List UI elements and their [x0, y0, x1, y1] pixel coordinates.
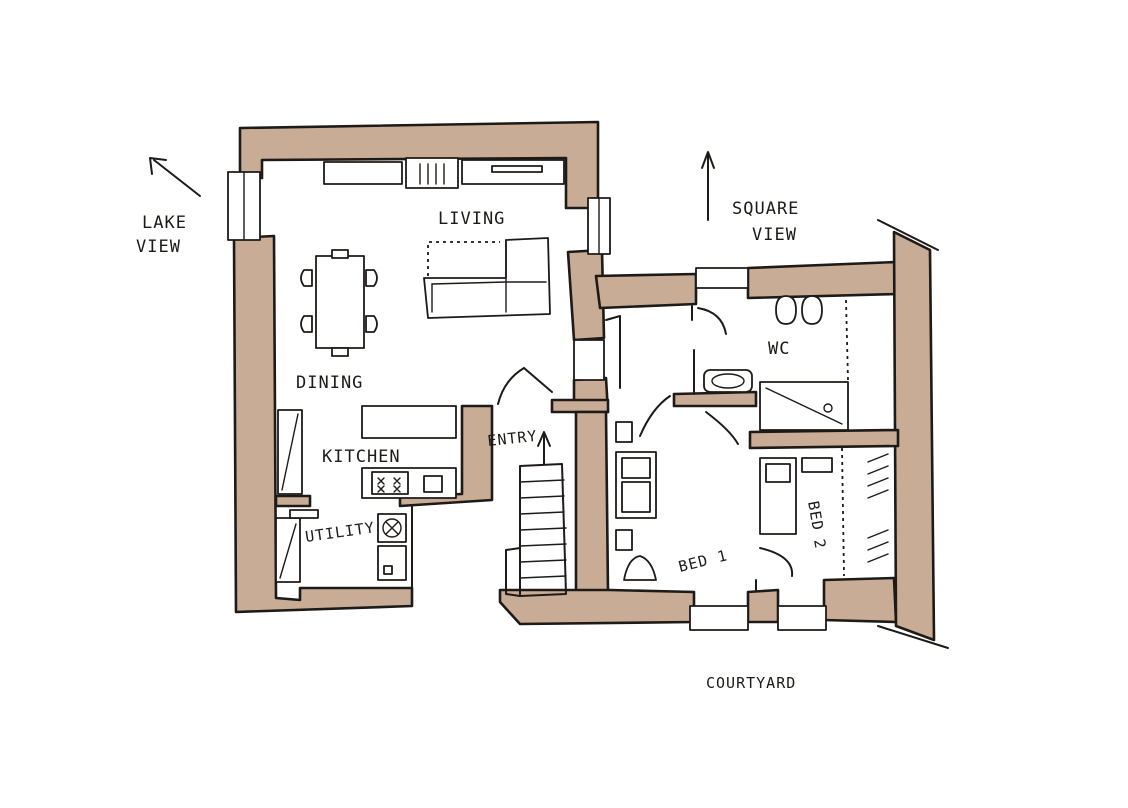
- sofa: [423, 237, 551, 319]
- chair: [365, 315, 378, 333]
- bed2-furniture: [759, 447, 889, 577]
- wc-fittings: [691, 295, 849, 431]
- east-annotation-line: [877, 219, 939, 251]
- wall-shower-south: [748, 428, 900, 450]
- wall-entry-partition: [398, 404, 494, 508]
- entry-stairs: [497, 367, 567, 597]
- bed1-niche: [605, 315, 621, 389]
- wall-stair-divider: [550, 398, 610, 414]
- chair: [331, 249, 349, 259]
- kitchen-fittings: [277, 405, 457, 499]
- washbasin-icon: [703, 369, 753, 393]
- wall-east: [892, 230, 936, 642]
- label-kitchen: KITCHEN: [322, 447, 401, 467]
- bed1-door-swing-3: [759, 547, 794, 577]
- entry-door-swing: [497, 367, 525, 405]
- stair-newel: [505, 547, 521, 597]
- utility-shelf: [289, 509, 319, 519]
- label-utility: UTILITY: [304, 518, 376, 546]
- dining-furniture: [300, 249, 378, 357]
- label-bed1: BED 1: [677, 546, 730, 576]
- utility-unit: [377, 545, 407, 581]
- sideboard: [323, 161, 403, 185]
- wall-connector: [594, 272, 698, 310]
- label-dining: DINING: [296, 373, 363, 393]
- label-living: LIVING: [438, 209, 505, 229]
- kitchen-island: [361, 405, 457, 439]
- wall-bed1-west: [574, 410, 610, 596]
- bed1-furniture: [605, 315, 794, 591]
- pillow: [621, 481, 651, 513]
- armchair-icon: [623, 555, 657, 581]
- bidet-icon: [801, 295, 823, 325]
- label-lake-view: VIEW: [136, 237, 181, 257]
- compass-arrows: [149, 151, 949, 649]
- label-entry: ENTRY: [487, 427, 539, 450]
- bed1-door-swing: [639, 395, 671, 437]
- wall-kitchen-west-stub: [274, 494, 312, 508]
- walls: [232, 120, 936, 642]
- living-furniture: [323, 157, 565, 319]
- windows: [227, 171, 827, 631]
- label-square: SQUARE: [732, 199, 799, 219]
- window-bed1-south: [689, 605, 749, 631]
- stair-arrow-head: [537, 431, 551, 447]
- pillow: [765, 463, 791, 483]
- tv-screen: [491, 165, 543, 173]
- rug-outline: [427, 241, 500, 276]
- window-central: [573, 339, 605, 381]
- label-wc: WC: [768, 339, 790, 359]
- label-square-view: VIEW: [752, 225, 797, 245]
- tall-cupboard: [277, 409, 303, 495]
- bedside-table: [801, 457, 833, 473]
- fireplace-icon: [405, 157, 459, 189]
- entry-door: [523, 367, 553, 393]
- stove-icon: [371, 471, 409, 495]
- window-wc: [695, 267, 749, 289]
- wardrobe-hangers: [867, 453, 889, 563]
- wall-wc-south: [672, 390, 758, 408]
- north-arrow-head: [701, 151, 715, 169]
- sink-icon: [423, 475, 443, 493]
- label-bed2-number: 2: [810, 538, 829, 551]
- wall-wing-north: [746, 260, 900, 300]
- label-courtyard: COURTYARD: [706, 674, 796, 692]
- toilet-icon: [775, 295, 797, 325]
- chair: [300, 269, 313, 287]
- bedside-table: [615, 529, 633, 551]
- label-bed2: BED: [804, 500, 827, 533]
- wall-west: [232, 234, 414, 614]
- utility-fittings: [275, 505, 413, 593]
- wc-dashed-line: [845, 299, 849, 381]
- chair: [331, 347, 349, 357]
- label-lake: LAKE: [142, 213, 187, 233]
- pillow: [621, 457, 651, 479]
- wardrobe-line: [841, 447, 845, 577]
- window-bed2-south: [777, 605, 827, 631]
- lake-arrow-head: [149, 157, 167, 175]
- chair: [365, 269, 378, 287]
- wall-south-east: [822, 576, 898, 624]
- wall-south-pier: [746, 588, 780, 624]
- lake-view-arrow-icon: [153, 159, 201, 197]
- wc-door-swing: [697, 307, 727, 335]
- bed1-door-swing-2: [705, 411, 739, 445]
- dining-table: [315, 255, 365, 349]
- east-annotation-line-2: [877, 625, 949, 649]
- chair: [300, 315, 313, 333]
- bedside-table: [615, 421, 633, 443]
- utility-sink: [383, 565, 393, 575]
